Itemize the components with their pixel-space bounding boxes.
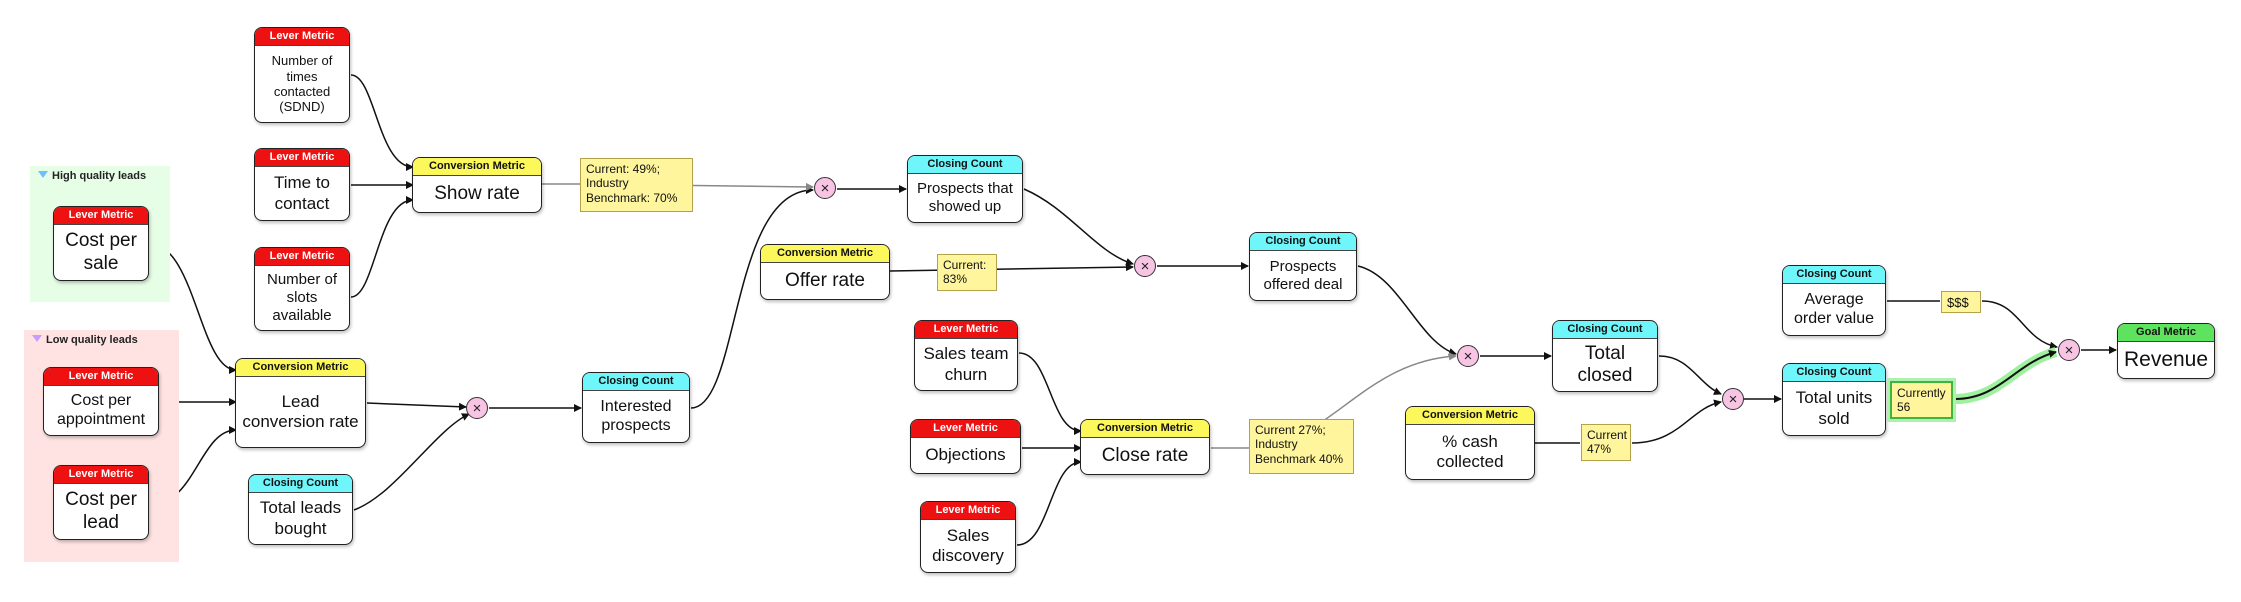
node-label: Objections: [925, 445, 1006, 465]
node-show-rate[interactable]: Conversion Metric Show rate: [412, 157, 542, 213]
node-label: Prospects offered deal: [1263, 257, 1343, 293]
node-type: Closing Count: [1783, 266, 1885, 284]
edge-cashnote-m5: [1631, 399, 1722, 444]
node-label: Cost per appointment: [56, 391, 146, 428]
node-label: Total units sold: [1795, 388, 1873, 428]
node-objections[interactable]: Lever Metric Objections: [910, 419, 1021, 474]
multiply-operator[interactable]: ×: [1722, 388, 1744, 410]
edge-aovnote-m6: [1981, 300, 2058, 350]
node-label: Total closed: [1577, 342, 1633, 386]
node-label: Time to contact: [273, 173, 331, 213]
edge-pod-m4: [1357, 265, 1457, 356]
node-label: Prospects that showed up: [917, 180, 1013, 215]
node-revenue[interactable]: Goal Metric Revenue: [2117, 323, 2215, 379]
node-type: Lever Metric: [255, 28, 349, 46]
node-type: Conversion Metric: [761, 245, 889, 263]
node-prospects-showed-up[interactable]: Closing Count Prospects that showed up: [907, 155, 1023, 223]
node-label: Offer rate: [785, 269, 865, 291]
note-show-rate[interactable]: Current: 49%; Industry Benchmark: 70%: [580, 158, 693, 212]
group-label: High quality leads: [52, 170, 147, 182]
node-type: Lever Metric: [255, 248, 349, 266]
node-label: Show rate: [434, 182, 520, 204]
node-cash-collected[interactable]: Conversion Metric % cash collected: [1405, 406, 1535, 480]
node-type: Closing Count: [1553, 321, 1657, 339]
node-total-leads-bought[interactable]: Closing Count Total leads bought: [248, 474, 353, 545]
note-average-order-value[interactable]: $$$: [1941, 291, 1981, 313]
node-type: Closing Count: [249, 475, 352, 493]
node-type: Goal Metric: [2118, 324, 2214, 342]
collapse-triangle-icon[interactable]: [32, 335, 42, 342]
node-label: Sales team churn: [923, 344, 1009, 384]
node-total-units-sold[interactable]: Closing Count Total units sold: [1782, 363, 1886, 436]
node-label: Cost per sale: [65, 230, 137, 274]
node-cost-per-sale[interactable]: Lever Metric Cost per sale: [53, 206, 149, 281]
multiply-operator[interactable]: ×: [1457, 345, 1479, 367]
note-close-rate[interactable]: Current 27%; Industry Benchmark 40%: [1249, 419, 1354, 474]
node-label: Number of slots available: [266, 271, 338, 324]
node-sales-team-churn[interactable]: Lever Metric Sales team churn: [914, 320, 1018, 391]
edge-contacted-show: [350, 74, 414, 171]
node-cost-per-lead[interactable]: Lever Metric Cost per lead: [53, 465, 149, 540]
group-label: Low quality leads: [46, 334, 138, 346]
edge-units-m6: [1887, 349, 2057, 400]
node-label: Total leads bought: [259, 498, 342, 538]
node-type: Lever Metric: [44, 368, 158, 386]
node-label: Lead conversion rate: [242, 391, 359, 431]
multiply-operator[interactable]: ×: [2058, 339, 2080, 361]
node-cost-per-appointment[interactable]: Lever Metric Cost per appointment: [43, 367, 159, 436]
node-type: Conversion Metric: [413, 158, 541, 176]
node-type: Lever Metric: [54, 466, 148, 484]
node-label: % cash collected: [1436, 431, 1504, 471]
node-label: Number of times contacted (SDND): [271, 53, 333, 115]
collapse-triangle-icon[interactable]: [38, 171, 48, 178]
node-type: Lever Metric: [915, 321, 1017, 339]
node-type: Closing Count: [1250, 233, 1356, 251]
edge-lcr-m1: [366, 402, 467, 411]
node-average-order-value[interactable]: Closing Count Average order value: [1782, 265, 1886, 336]
edge-tlb-m1: [353, 413, 470, 511]
node-total-closed[interactable]: Closing Count Total closed: [1552, 320, 1658, 392]
node-number-of-slots[interactable]: Lever Metric Number of slots available: [254, 247, 350, 331]
node-lead-conversion-rate[interactable]: Conversion Metric Lead conversion rate: [235, 358, 366, 448]
node-type: Closing Count: [583, 373, 689, 391]
node-time-to-contact[interactable]: Lever Metric Time to contact: [254, 148, 350, 221]
edge-psu-m3: [1023, 188, 1134, 266]
note-cash-collected[interactable]: Current 47%: [1581, 424, 1631, 461]
node-type: Conversion Metric: [1081, 420, 1209, 438]
node-type: Lever Metric: [921, 502, 1015, 520]
edge-ip-m2: [690, 186, 814, 409]
node-type: Conversion Metric: [1406, 407, 1534, 425]
node-number-of-times-contacted[interactable]: Lever Metric Number of times contacted (…: [254, 27, 350, 123]
note-offer-rate[interactable]: Current: 83%: [937, 254, 997, 291]
node-close-rate[interactable]: Conversion Metric Close rate: [1080, 419, 1210, 475]
node-type: Closing Count: [1783, 364, 1885, 382]
multiply-operator[interactable]: ×: [814, 177, 836, 199]
node-label: Average order value: [1793, 290, 1875, 327]
node-offer-rate[interactable]: Conversion Metric Offer rate: [760, 244, 890, 300]
edge-closed-m5: [1658, 355, 1722, 395]
node-label: Revenue: [2123, 347, 2209, 371]
node-sales-discovery[interactable]: Lever Metric Sales discovery: [920, 501, 1016, 573]
edge-slots-show: [350, 196, 414, 298]
multiply-operator[interactable]: ×: [466, 397, 488, 419]
node-type: Lever Metric: [911, 420, 1020, 438]
edge-disc-close: [1016, 458, 1082, 546]
node-type: Lever Metric: [54, 207, 148, 225]
node-type: Closing Count: [908, 156, 1022, 174]
node-interested-prospects[interactable]: Closing Count Interested prospects: [582, 372, 690, 443]
node-type: Lever Metric: [255, 149, 349, 167]
node-label: Sales discovery: [932, 525, 1004, 565]
node-label: Cost per lead: [65, 489, 137, 533]
multiply-operator[interactable]: ×: [1134, 255, 1156, 277]
node-label: Interested prospects: [600, 397, 672, 434]
note-total-units[interactable]: Currently 56: [1890, 381, 1953, 419]
node-type: Conversion Metric: [236, 359, 365, 377]
edge-offer-m3: [889, 263, 1134, 272]
node-prospects-offered-deal[interactable]: Closing Count Prospects offered deal: [1249, 232, 1357, 301]
edge-churn-close: [1018, 352, 1082, 435]
node-label: Close rate: [1101, 444, 1189, 466]
